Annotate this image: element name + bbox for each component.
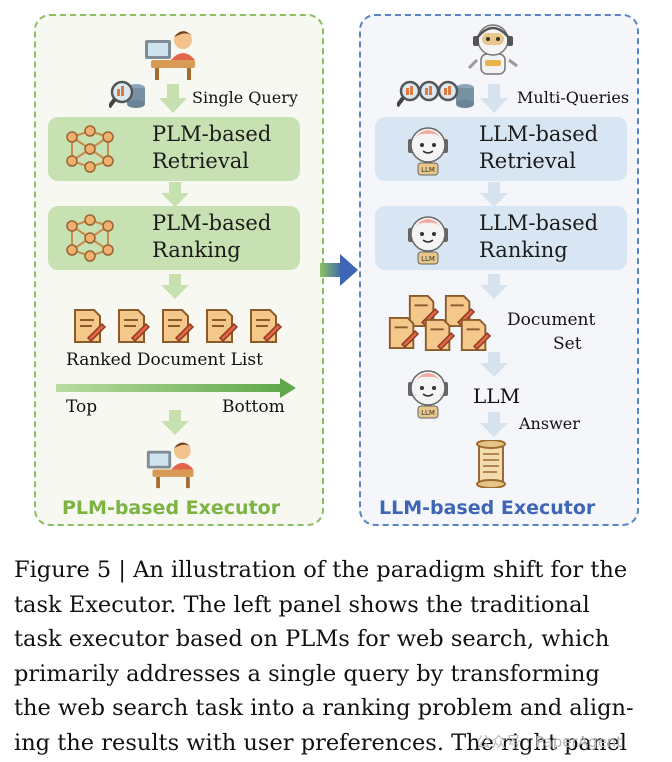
- top-label: Top: [66, 397, 98, 417]
- document-set-label-line1: Document: [507, 310, 596, 330]
- plm-retrieval-line2: Retrieval: [152, 149, 249, 173]
- caption-line: task Executor. The left panel shows the …: [14, 591, 590, 618]
- llm-badge-text: LLM: [421, 166, 435, 174]
- llm-ranking-line1: LLM-based: [479, 211, 599, 235]
- search-database-icon: [109, 80, 145, 109]
- llm-badge-text: LLM: [421, 409, 435, 417]
- llm-executor-panel: Multi-Queries LLM LLM-based Retrieval LL…: [359, 14, 639, 526]
- llm-label: LLM: [473, 384, 521, 408]
- document-edit-icon: [460, 319, 491, 351]
- llm-retrieval-line2: Retrieval: [479, 149, 576, 173]
- llm-retrieval-box: LLM LLM-based Retrieval: [375, 117, 627, 181]
- caption-line: primarily addresses a single query by tr…: [14, 660, 600, 687]
- llm-executor-title: LLM-based Executor: [379, 497, 596, 519]
- document-edit-icon: [250, 309, 282, 343]
- ranking-order-arrow: [56, 378, 296, 398]
- llm-ranking-line2: Ranking: [479, 238, 568, 262]
- document-edit-icon: [74, 309, 106, 343]
- arrow-down-icon: [480, 274, 508, 299]
- single-query-label: Single Query: [192, 88, 298, 107]
- plm-ranking-line2: Ranking: [152, 238, 241, 262]
- paradigm-shift-arrow: [320, 254, 358, 286]
- arrow-down-icon: [480, 182, 508, 207]
- caption-line: the web search task into a ranking probl…: [14, 695, 634, 721]
- answer-scroll-icon: [476, 440, 506, 488]
- plm-executor-panel: Single Query PLM-based Retrieval: [34, 14, 324, 526]
- document-edit-icon: [206, 309, 238, 343]
- document-edit-icon: [162, 309, 194, 343]
- arrow-down-icon: [480, 84, 508, 113]
- document-edit-icon: [388, 317, 419, 349]
- user-at-computer-icon: [145, 31, 195, 80]
- caption-line: ing the results with user preferences. T…: [14, 729, 627, 756]
- neural-network-icon: [66, 125, 114, 173]
- llm-robot-icon: LLM: [408, 370, 448, 419]
- document-set-cluster: [387, 294, 497, 358]
- plm-ranking-box: PLM-based Ranking: [48, 206, 300, 270]
- arrow-down-icon: [480, 412, 508, 437]
- plm-retrieval-line1: PLM-based: [152, 122, 272, 146]
- robot-assistant-icon: [467, 24, 518, 75]
- figure-caption: Figure 5 | An illustration of the paradi…: [14, 553, 660, 760]
- document-edit-icon: [424, 319, 455, 351]
- llm-retrieval-line1: LLM-based: [479, 122, 599, 146]
- caption-line: Figure 5 | An illustration of the paradi…: [14, 557, 628, 583]
- arrow-down-icon: [480, 352, 508, 377]
- user-at-computer-icon: [146, 442, 194, 489]
- llm-robot-icon: LLM: [408, 216, 448, 265]
- ranked-document-list-label: Ranked Document List: [66, 350, 263, 370]
- multi-queries-label: Multi-Queries: [517, 88, 630, 107]
- plm-retrieval-box: PLM-based Retrieval: [48, 117, 300, 181]
- plm-ranking-line1: PLM-based: [152, 211, 272, 235]
- multi-search-icon: [397, 80, 474, 108]
- ranked-documents-row: [72, 308, 292, 348]
- plm-executor-title: PLM-based Executor: [62, 497, 281, 519]
- arrow-down-icon: [161, 182, 189, 207]
- bottom-label: Bottom: [222, 397, 285, 417]
- caption-line: task executor based on PLMs for web sear…: [14, 626, 610, 652]
- answer-label: Answer: [519, 414, 580, 433]
- neural-network-icon: [66, 214, 114, 262]
- arrow-down-icon: [161, 274, 189, 299]
- document-edit-icon: [118, 309, 150, 343]
- llm-badge-text: LLM: [421, 255, 435, 263]
- llm-robot-icon: LLM: [408, 127, 448, 176]
- arrow-down-icon: [161, 410, 189, 435]
- arrow-down-icon: [159, 84, 187, 113]
- llm-ranking-box: LLM LLM-based Ranking: [375, 206, 627, 270]
- watermark: 公众号 · PaperAgent: [476, 733, 623, 751]
- document-set-label-line2: Set: [553, 334, 582, 354]
